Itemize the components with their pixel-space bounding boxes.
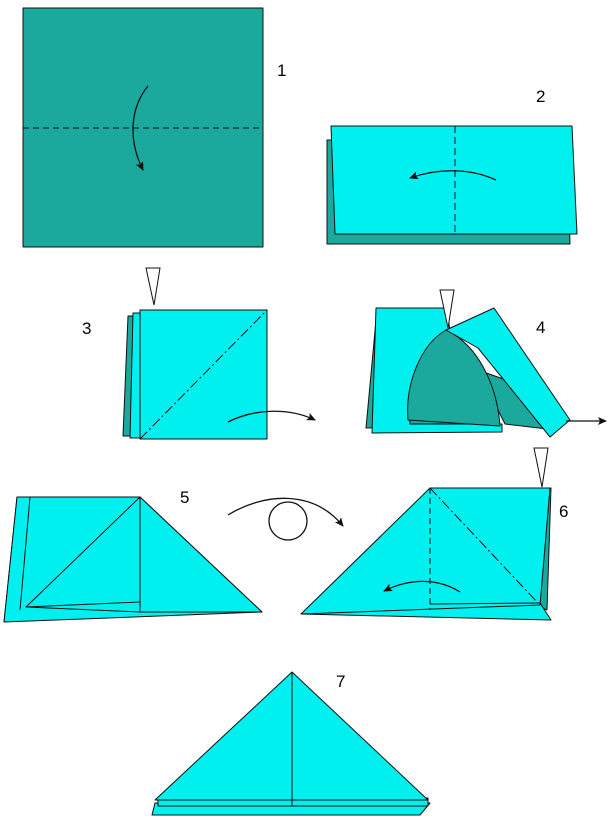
- step-number-5: 5: [180, 488, 189, 507]
- opened-pocket: [407, 329, 501, 427]
- step-number-2: 2: [536, 87, 545, 106]
- rectangle-front-layer: [330, 125, 578, 235]
- turn-over-icon: [227, 497, 344, 541]
- mountain-fold-line: [429, 487, 539, 604]
- step-7: 7: [151, 671, 431, 816]
- mountain-fold-line: [139, 309, 268, 440]
- step-6: 6: [300, 487, 568, 621]
- step-number-7: 7: [336, 672, 345, 691]
- step-number-6: 6: [559, 502, 568, 521]
- triangle-front: [300, 487, 551, 615]
- step-number-3: 3: [82, 319, 91, 338]
- push-arrow-icon: [145, 267, 161, 306]
- pulled-flap: [445, 307, 571, 438]
- push-arrow-icon: [533, 447, 549, 488]
- edge-line: [19, 496, 31, 611]
- step-2: 2: [326, 87, 578, 245]
- edge-line: [429, 602, 541, 605]
- step-5: 5: [3, 488, 263, 623]
- step-4: 4: [365, 289, 607, 438]
- step-3: 3: [82, 267, 316, 440]
- curved-arrow-icon: [227, 410, 316, 423]
- curved-arrow-icon: [383, 580, 461, 593]
- edge-line: [25, 601, 141, 608]
- triangle-front-right: [139, 496, 263, 613]
- step-number-4: 4: [536, 318, 545, 337]
- step-1: 1: [22, 7, 286, 248]
- curved-arrow-icon: [132, 85, 149, 171]
- curved-arrow-icon: [409, 170, 497, 181]
- step-number-1: 1: [277, 61, 286, 80]
- push-arrow-icon: [439, 289, 455, 329]
